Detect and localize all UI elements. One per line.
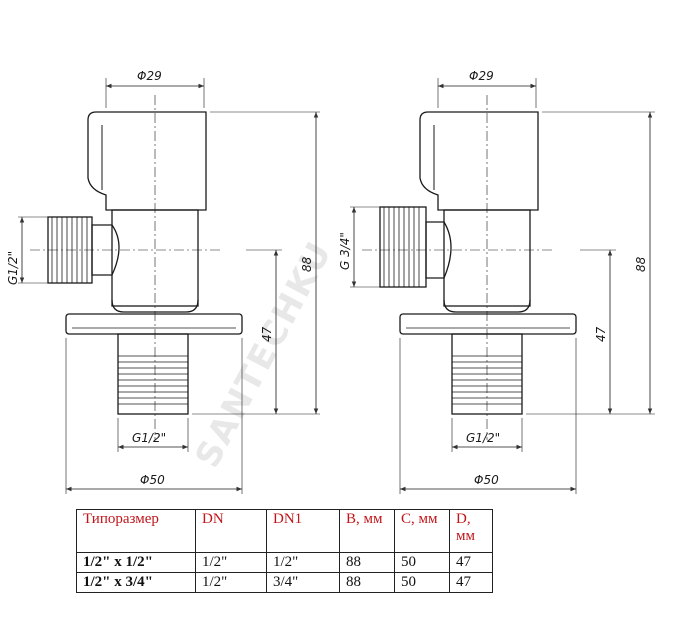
row-size: 1/2" x 1/2" <box>76 552 196 573</box>
right-bottom-thread: G1/2" <box>466 431 500 445</box>
right-flange-diameter: Φ50 <box>474 473 499 487</box>
left-flange-diameter: Φ50 <box>140 473 165 487</box>
header-b: B, мм <box>339 509 395 553</box>
right-height: 88 <box>634 256 648 272</box>
left-bottom-thread: G1/2" <box>132 431 166 445</box>
row-b: 88 <box>339 572 395 593</box>
header-dn: DN <box>195 509 267 553</box>
row-dn: 1/2" <box>195 572 267 593</box>
row-dn: 1/2" <box>195 552 267 573</box>
right-lower-height: 47 <box>594 326 608 342</box>
watermark: SANTECHKU <box>188 234 341 474</box>
row-c: 50 <box>394 572 450 593</box>
valve-left-drawing <box>18 78 320 494</box>
header-d: D, мм <box>449 509 493 553</box>
header-size: Типоразмер <box>76 509 196 553</box>
row-dn1: 1/2" <box>266 552 340 573</box>
technical-drawing: SANTECHKU <box>6 69 655 494</box>
row-c: 50 <box>394 552 450 573</box>
header-dn1: DN1 <box>266 509 340 553</box>
table-header-row: Типоразмер DN DN1 B, мм C, мм D, мм <box>76 509 493 553</box>
row-dn1: 3/4" <box>266 572 340 593</box>
left-side-thread: G1/2" <box>6 251 20 285</box>
left-height: 88 <box>300 256 314 272</box>
table-row: 1/2" x 3/4" 1/2" 3/4" 88 50 47 <box>76 572 493 593</box>
row-d: 47 <box>449 552 493 573</box>
table-row: 1/2" x 1/2" 1/2" 1/2" 88 50 47 <box>76 552 493 573</box>
row-size: 1/2" x 3/4" <box>76 572 196 593</box>
row-b: 88 <box>339 552 395 573</box>
row-d: 47 <box>449 572 493 593</box>
header-c: C, мм <box>394 509 450 553</box>
left-lower-height: 47 <box>260 326 274 342</box>
left-top-diameter: Φ29 <box>137 69 162 83</box>
valve-right-drawing <box>350 78 655 494</box>
spec-table: Типоразмер DN DN1 B, мм C, мм D, мм 1/2"… <box>76 509 493 593</box>
right-side-thread: G 3/4" <box>338 232 352 270</box>
right-top-diameter: Φ29 <box>469 69 494 83</box>
